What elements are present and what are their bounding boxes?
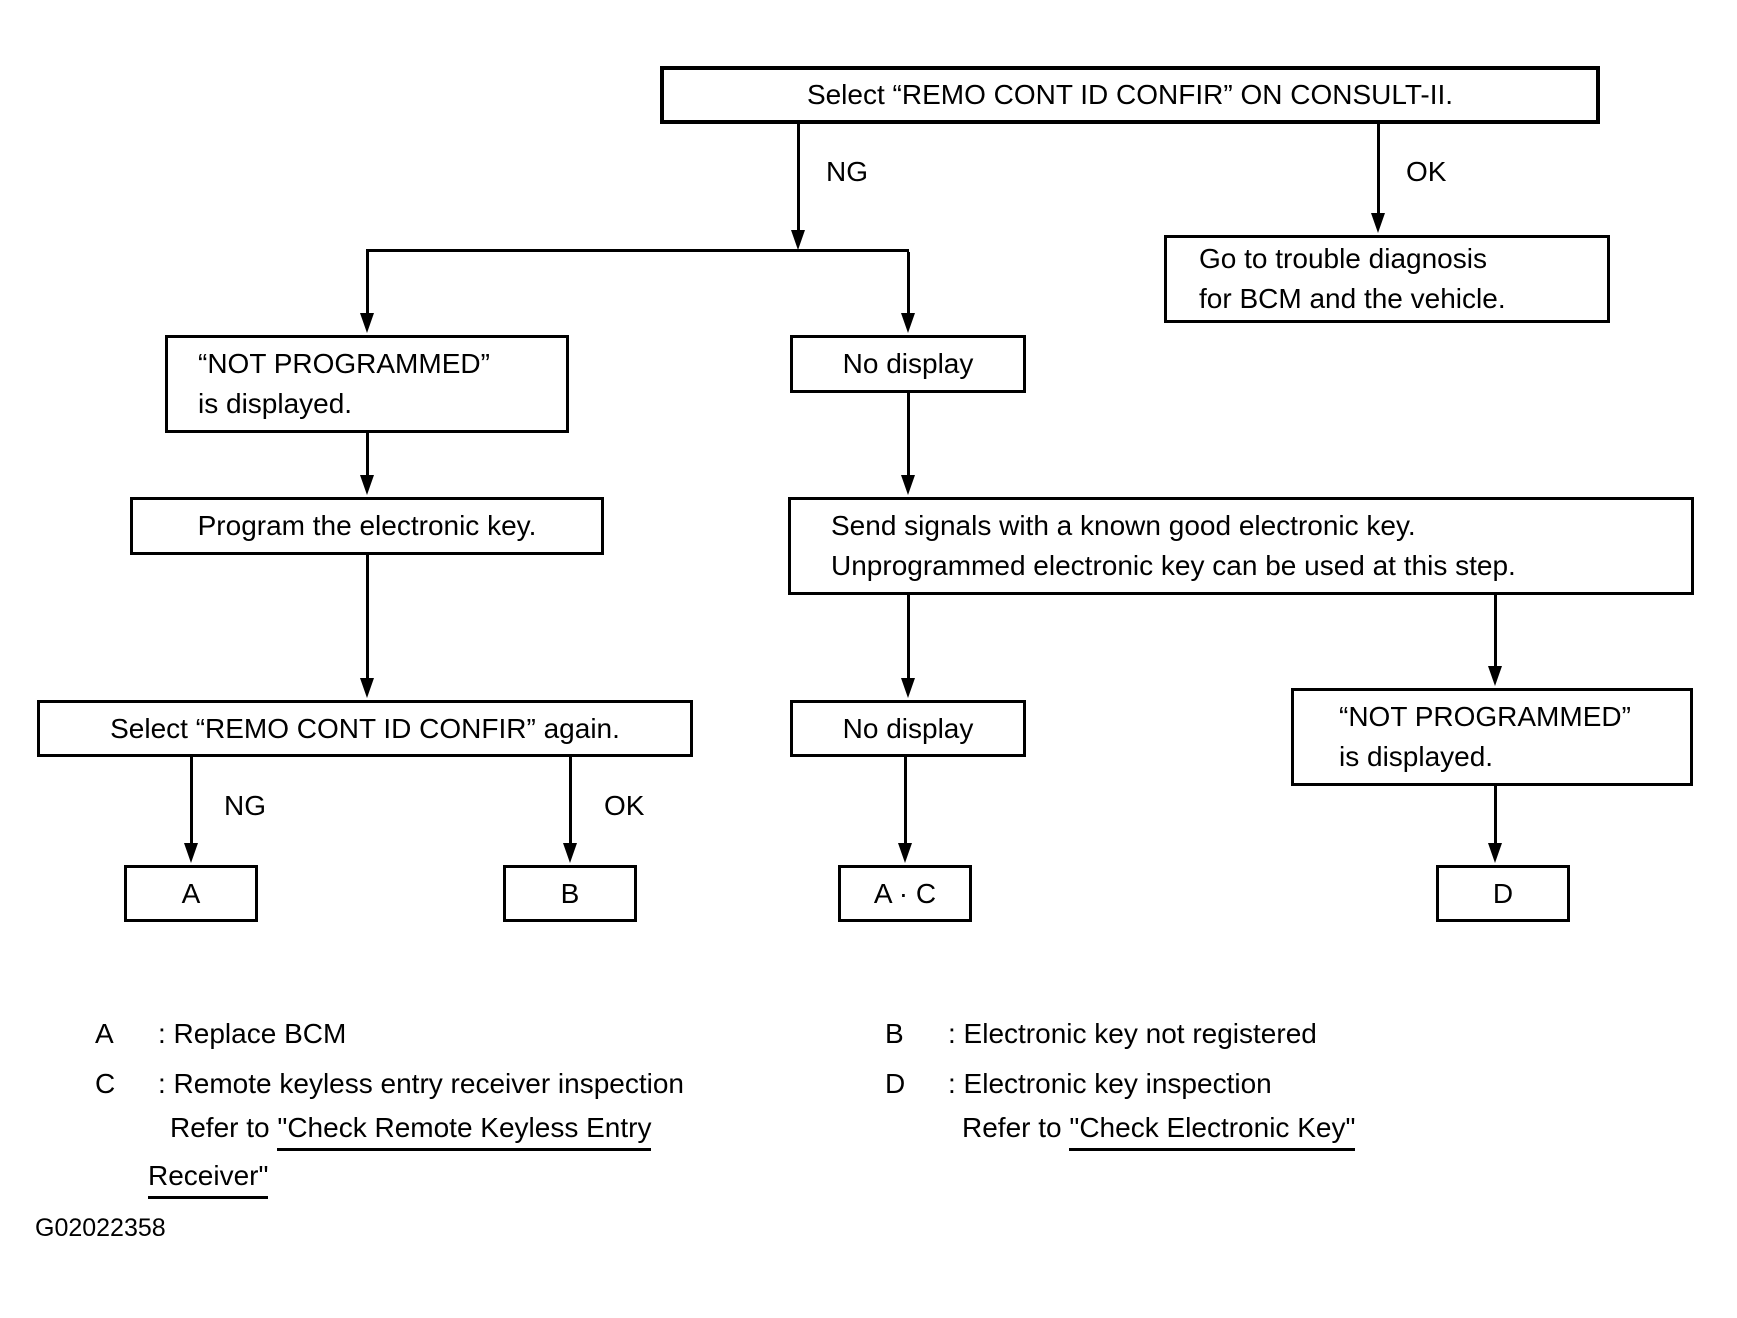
goto-line1: Go to trouble diagnosis [1199,243,1487,274]
legend-refer-c-line2: Receiver" [148,1160,269,1199]
edge-label-ok-again: OK [604,790,645,821]
legend-letter-b: B [885,1018,904,1049]
connector-send-notprogright [1494,595,1497,666]
legend-text-c: : Remote keyless entry receiver inspecti… [158,1068,684,1099]
connector-program-selectagain [366,555,369,678]
flow-box-goto-trouble-diagnosis: Go to trouble diagnosis for BCM and the … [1164,235,1610,323]
arrowhead-nodisplay2-ac [898,843,912,863]
flow-box-select-again: Select “REMO CONT ID CONFIR” again. [37,700,693,757]
flow-box-not-programmed-left: “NOT PROGRAMMED” is displayed. [165,335,569,433]
flow-box-not-programmed-right: “NOT PROGRAMMED” is displayed. [1291,688,1693,786]
legend-refer-c: Refer to "Check Remote Keyless Entry [170,1112,652,1151]
flow-box-select-remo-cont-id-confir: Select “REMO CONT ID CONFIR” ON CONSULT-… [660,66,1600,124]
flow-box-send-signals: Send signals with a known good electroni… [788,497,1694,595]
terminal-box-a-c: A · C [838,865,972,922]
figure-id: G02022358 [35,1214,166,1242]
legend-letter-c: C [95,1068,116,1099]
edge-label-ok-top: OK [1406,156,1447,187]
arrowhead-program-selectagain [360,678,374,698]
connector-notprog-program [366,433,369,475]
not-programmed-left-line1: “NOT PROGRAMMED” [198,348,490,379]
connector-top-ok [1377,124,1380,213]
arrowhead-selectagain-b [563,843,577,863]
legend-link-receiver[interactable]: Receiver" [148,1160,269,1199]
edge-label-ng-again: NG [224,790,266,821]
legend-link-check-electronic-key[interactable]: "Check Electronic Key" [1069,1112,1356,1151]
flow-box-no-display-2: No display [790,700,1026,757]
legend-text-b: : Electronic key not registered [948,1018,1317,1049]
connector-branch-horizontal [366,249,909,252]
not-programmed-right-line2: is displayed. [1339,741,1494,772]
send-signals-line2: Unprogrammed electronic key can be used … [831,550,1516,581]
arrowhead-notprogright-d [1488,843,1502,863]
flow-box-program-electronic-key: Program the electronic key. [130,497,604,555]
legend-refer-d: Refer to "Check Electronic Key" [962,1112,1356,1151]
terminal-box-b: B [503,865,637,922]
connector-selectagain-a [190,757,193,843]
connector-nodisplay2-ac [904,757,907,843]
connector-selectagain-b [569,757,572,843]
legend-letter-d: D [885,1068,906,1099]
arrowhead-selectagain-a [184,843,198,863]
terminal-box-d: D [1436,865,1570,922]
legend-refer-c-prefix: Refer to [170,1112,278,1143]
legend-text-a: : Replace BCM [158,1018,347,1049]
send-signals-line1: Send signals with a known good electroni… [831,510,1416,541]
not-programmed-left-line2: is displayed. [198,388,353,419]
arrowhead-send-notprogright [1488,666,1502,686]
terminal-box-a: A [124,865,258,922]
arrowhead-top-ng [791,230,805,250]
legend-letter-a: A [95,1018,114,1049]
edge-label-ng-top: NG [826,156,868,187]
legend-link-check-remote-keyless-entry[interactable]: "Check Remote Keyless Entry [277,1112,652,1151]
not-programmed-right-line1: “NOT PROGRAMMED” [1339,701,1631,732]
connector-notprogright-d [1494,786,1497,843]
arrowhead-branch-right [901,313,915,333]
connector-nodisplay1-send [907,393,910,475]
connector-branch-right [907,252,910,313]
arrowhead-top-ok [1371,213,1385,233]
connector-branch-left [366,252,369,313]
arrowhead-nodisplay1-send [901,475,915,495]
connector-send-nodisplay2 [907,595,910,678]
legend-text-d: : Electronic key inspection [948,1068,1272,1099]
connector-top-ng [797,124,800,230]
arrowhead-branch-left [360,313,374,333]
goto-line2: for BCM and the vehicle. [1199,283,1506,314]
arrowhead-notprog-program [360,475,374,495]
arrowhead-send-nodisplay2 [901,678,915,698]
flow-box-no-display-1: No display [790,335,1026,393]
legend-refer-d-prefix: Refer to [962,1112,1070,1143]
